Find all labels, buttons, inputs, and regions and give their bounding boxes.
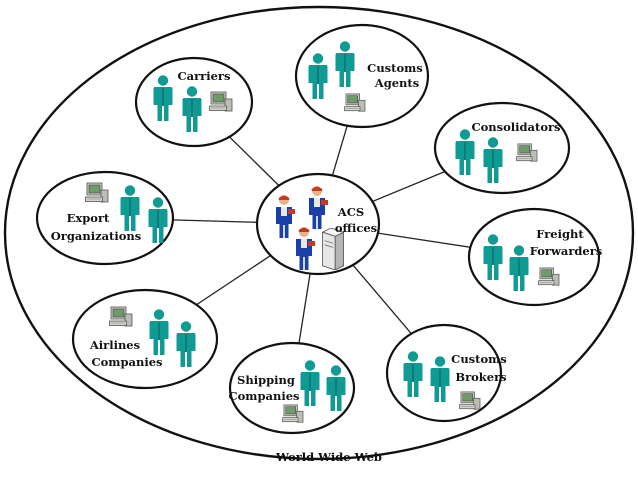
- node-export-organizations-ring: [35, 170, 175, 266]
- label-line: Organizations: [51, 229, 141, 243]
- node-customs-agents-ring: [294, 23, 430, 129]
- label-line: offices: [335, 221, 377, 235]
- label-line: Companies: [91, 355, 162, 369]
- label-line: Agents: [374, 76, 419, 90]
- node-freight-forwarders: Freight Forwarders: [467, 207, 603, 307]
- label-line: Customs: [367, 61, 423, 75]
- label-line: Airlines: [89, 338, 140, 352]
- node-customs-agents-label: Customs Agents: [367, 61, 427, 90]
- node-customs-brokers: Customs Brokers: [385, 323, 511, 423]
- node-consolidators: Consolidators: [433, 101, 571, 195]
- node-freight-forwarders-ring: [467, 207, 601, 307]
- node-freight-forwarders-label: Freight Forwarders: [530, 227, 603, 258]
- node-airlines-companies-label: Airlines Companies: [89, 338, 163, 369]
- label-line: Customs: [451, 352, 507, 366]
- node-airlines-companies: Airlines Companies: [71, 288, 219, 390]
- node-carriers: Carriers: [134, 56, 254, 148]
- node-customs-agents: Customs Agents: [294, 23, 430, 129]
- node-shipping-companies-label: Shipping Companies: [228, 373, 299, 403]
- node-carriers-label: Carriers: [178, 69, 231, 83]
- node-export-organizations: Export Organizations: [35, 170, 175, 266]
- node-consolidators-ring: [433, 101, 571, 195]
- node-shipping-companies: Shipping Companies: [228, 341, 356, 435]
- node-customs-brokers-label: Customs Brokers: [451, 352, 511, 384]
- world-wide-web-label: World Wide Web: [275, 450, 382, 464]
- label-line: ACS: [337, 205, 364, 219]
- node-export-organizations-label: Export Organizations: [51, 211, 141, 243]
- node-acs-offices: ACS offices: [255, 172, 381, 276]
- label-line: Brokers: [455, 370, 506, 384]
- label-line: Consolidators: [471, 120, 560, 134]
- label-line: Freight: [536, 227, 584, 241]
- label-line: Shipping: [237, 373, 295, 387]
- node-shipping-companies-ring: [228, 341, 356, 435]
- node-acs-offices-label: ACS offices: [335, 205, 377, 235]
- label-line: Companies: [228, 389, 299, 403]
- label-line: Carriers: [178, 69, 231, 83]
- label-line: Export: [67, 211, 110, 225]
- label-line: Forwarders: [530, 244, 603, 258]
- node-consolidators-label: Consolidators: [471, 120, 560, 134]
